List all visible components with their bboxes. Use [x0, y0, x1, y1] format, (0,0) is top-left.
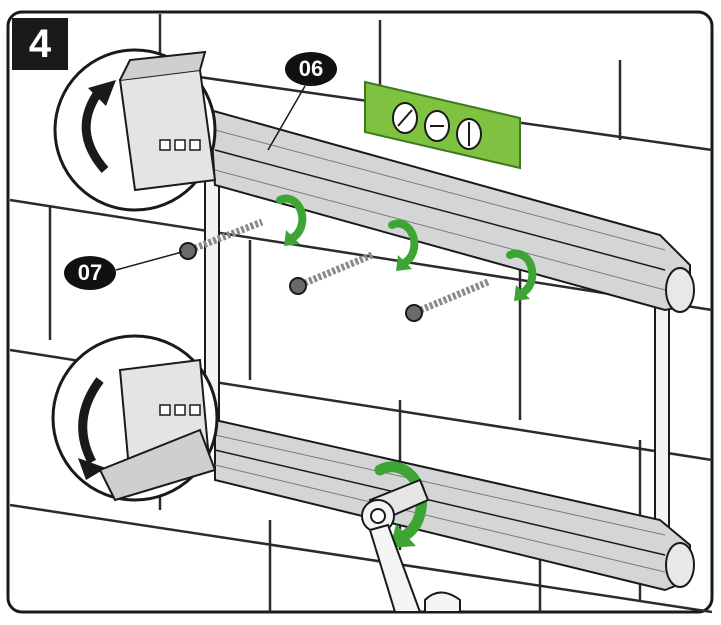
callout-leaders [115, 85, 306, 271]
clockwise-arrow-icon [506, 249, 537, 301]
detail-circle-open [53, 48, 217, 212]
callout-part-06: 06 [285, 52, 337, 86]
curved-arrow-icon [81, 87, 109, 173]
step-number-badge: 4 [12, 18, 68, 70]
lag-screw-icon [179, 218, 264, 260]
top-bracket [208, 108, 695, 313]
clockwise-arrow-icon [388, 219, 419, 271]
callout-part-07: 07 [64, 256, 116, 290]
spirit-level-icon [364, 80, 521, 170]
bottom-bracket [214, 418, 695, 592]
lag-screw-icon [289, 251, 374, 295]
clockwise-arrow-icon [276, 194, 307, 246]
socket-wrench-icon [361, 478, 461, 613]
detail-circle-closed [51, 334, 219, 502]
lag-screw-icon [405, 278, 490, 322]
curved-arrow-icon [78, 377, 104, 465]
screws [179, 218, 490, 322]
